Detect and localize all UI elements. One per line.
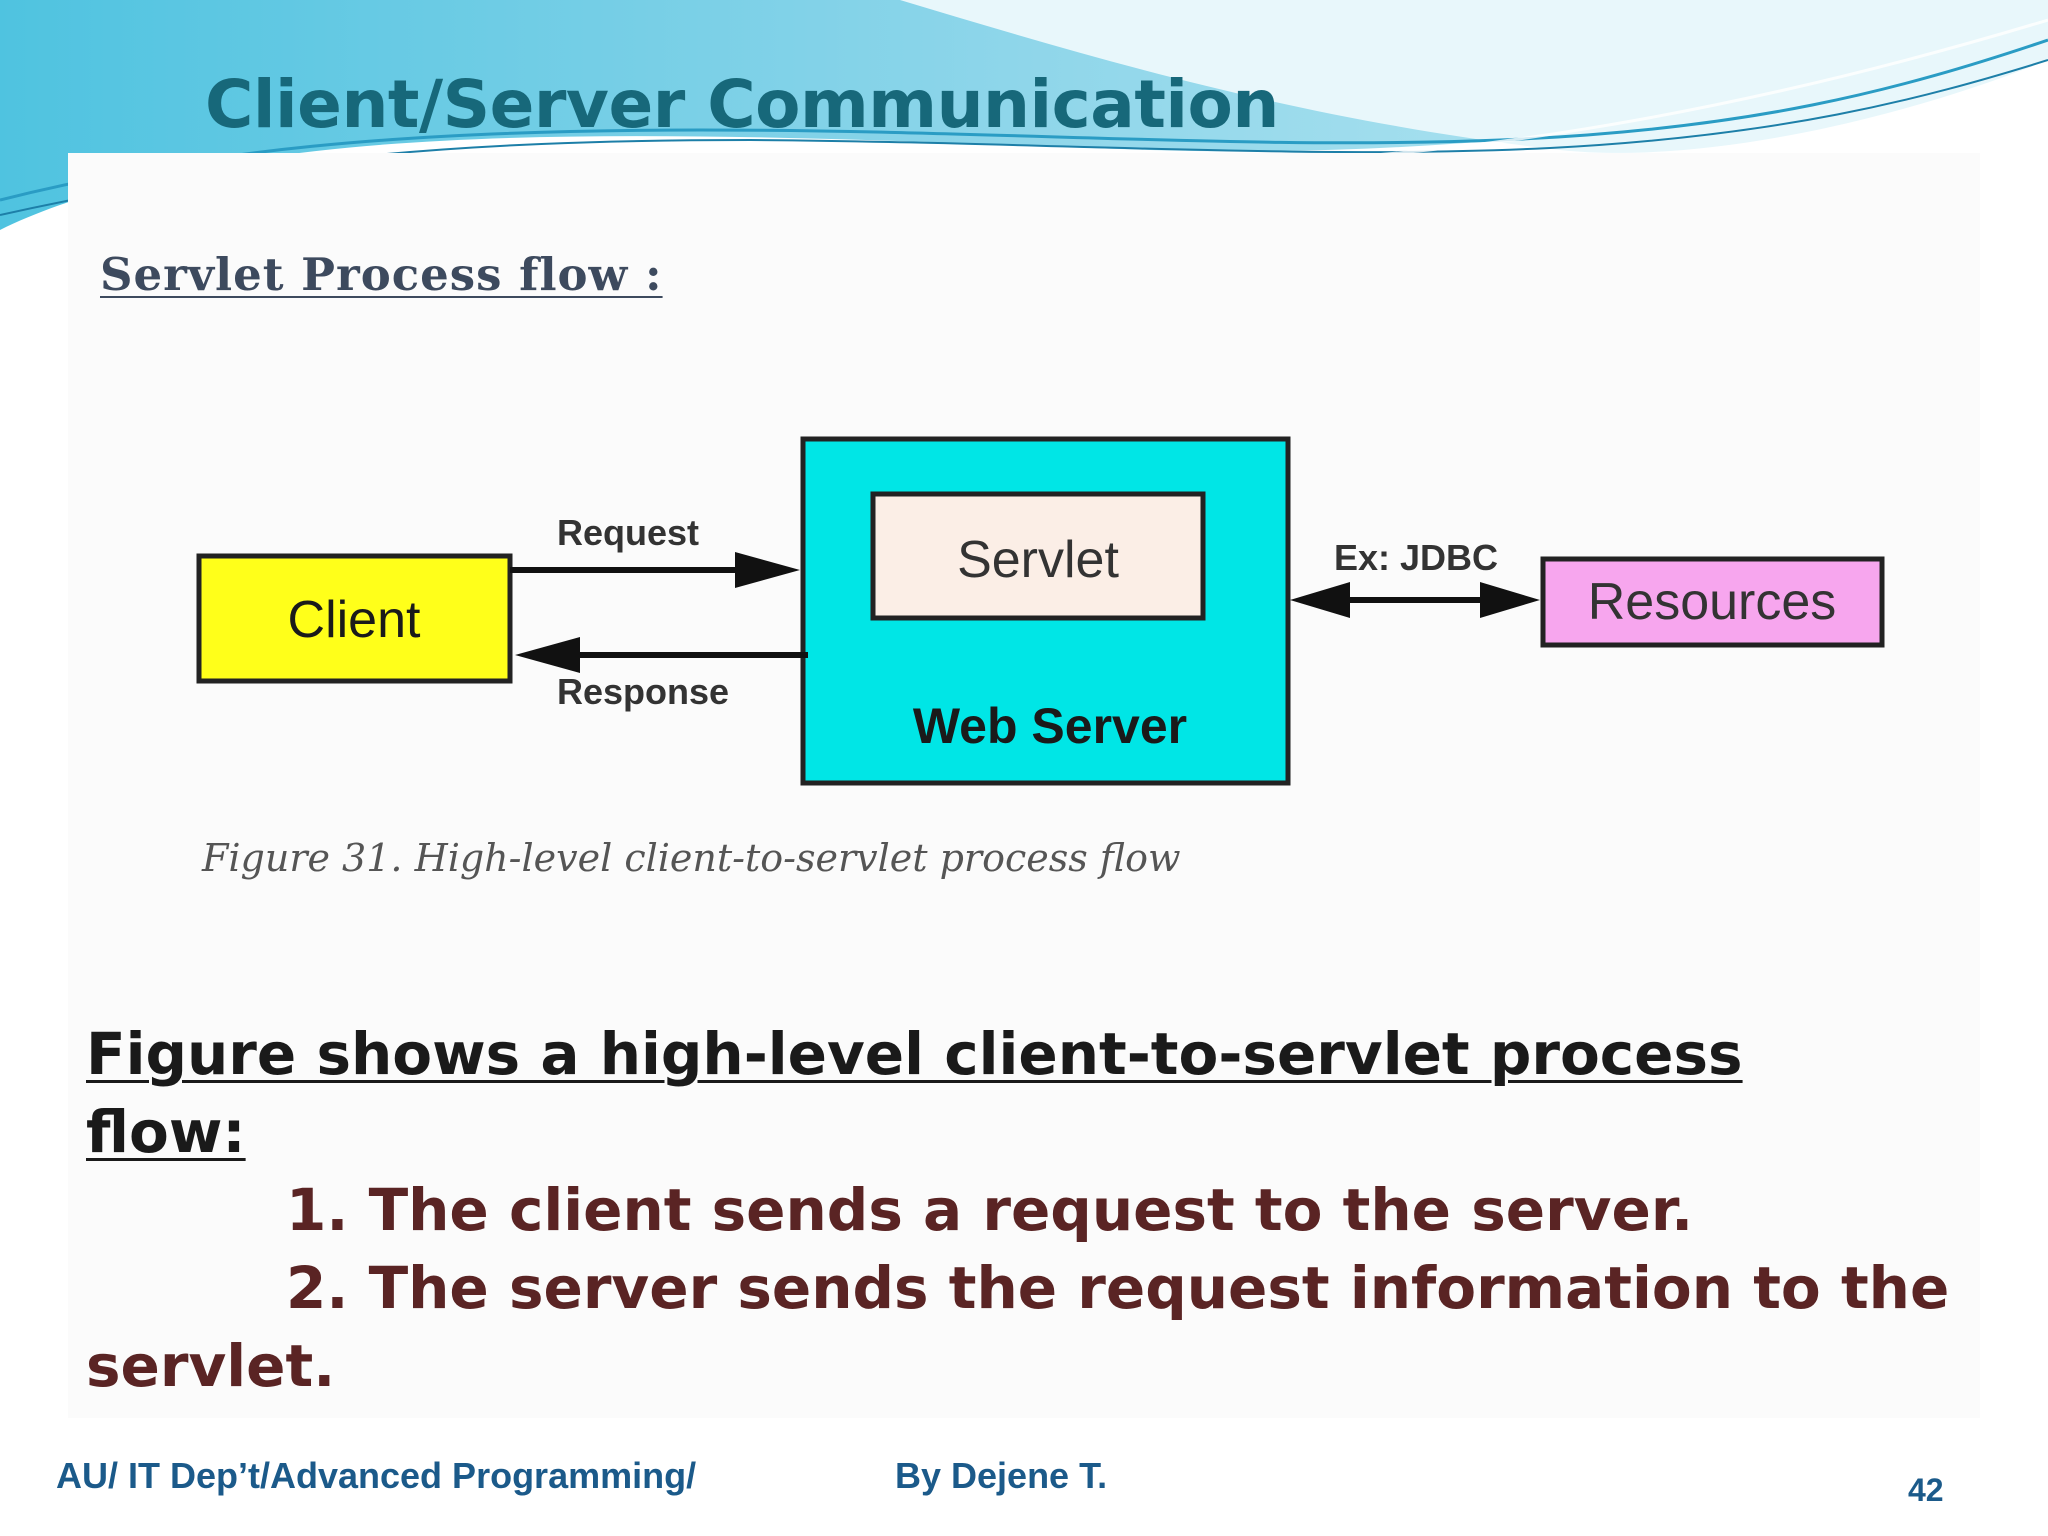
figure-caption: Figure 31. High-level client-to-servlet … [202,836,1181,880]
client-box [196,553,513,684]
servlet-box [870,491,1206,621]
footer-author: By Dejene T. [895,1455,1108,1496]
client-label: Client [288,591,421,649]
response-arrow-head [515,637,580,673]
resources-box [1540,556,1885,648]
description-step-1: 1. The client sends a request to the ser… [286,1176,1694,1244]
jdbc-arrow-head-left [1290,582,1350,618]
jdbc-label: Ex: JDBC [1334,537,1498,578]
description-step-2-text: 2. The server sends the request informat… [86,1254,1950,1400]
description-lead: Figure shows a high-level client-to-serv… [86,1020,1743,1166]
web-server-label: Web Server [913,698,1187,754]
servlet-label: Servlet [957,531,1119,589]
footer-course: AU/ IT Dep’t/Advanced Programming/ [56,1455,697,1496]
request-arrow-head [735,552,800,588]
request-label: Request [557,512,699,553]
section-heading: Servlet Process flow : [100,248,663,301]
page-number: 42 [1908,1472,1944,1508]
description-block: Figure shows a high-level client-to-serv… [86,1015,1986,1405]
jdbc-arrow-head-right [1480,582,1540,618]
response-label: Response [557,671,729,712]
description-step-2: 2. The server sends the request informat… [86,1249,1986,1405]
slide-title: Client/Server Communication [205,66,1279,143]
resources-label: Resources [1588,573,1837,631]
